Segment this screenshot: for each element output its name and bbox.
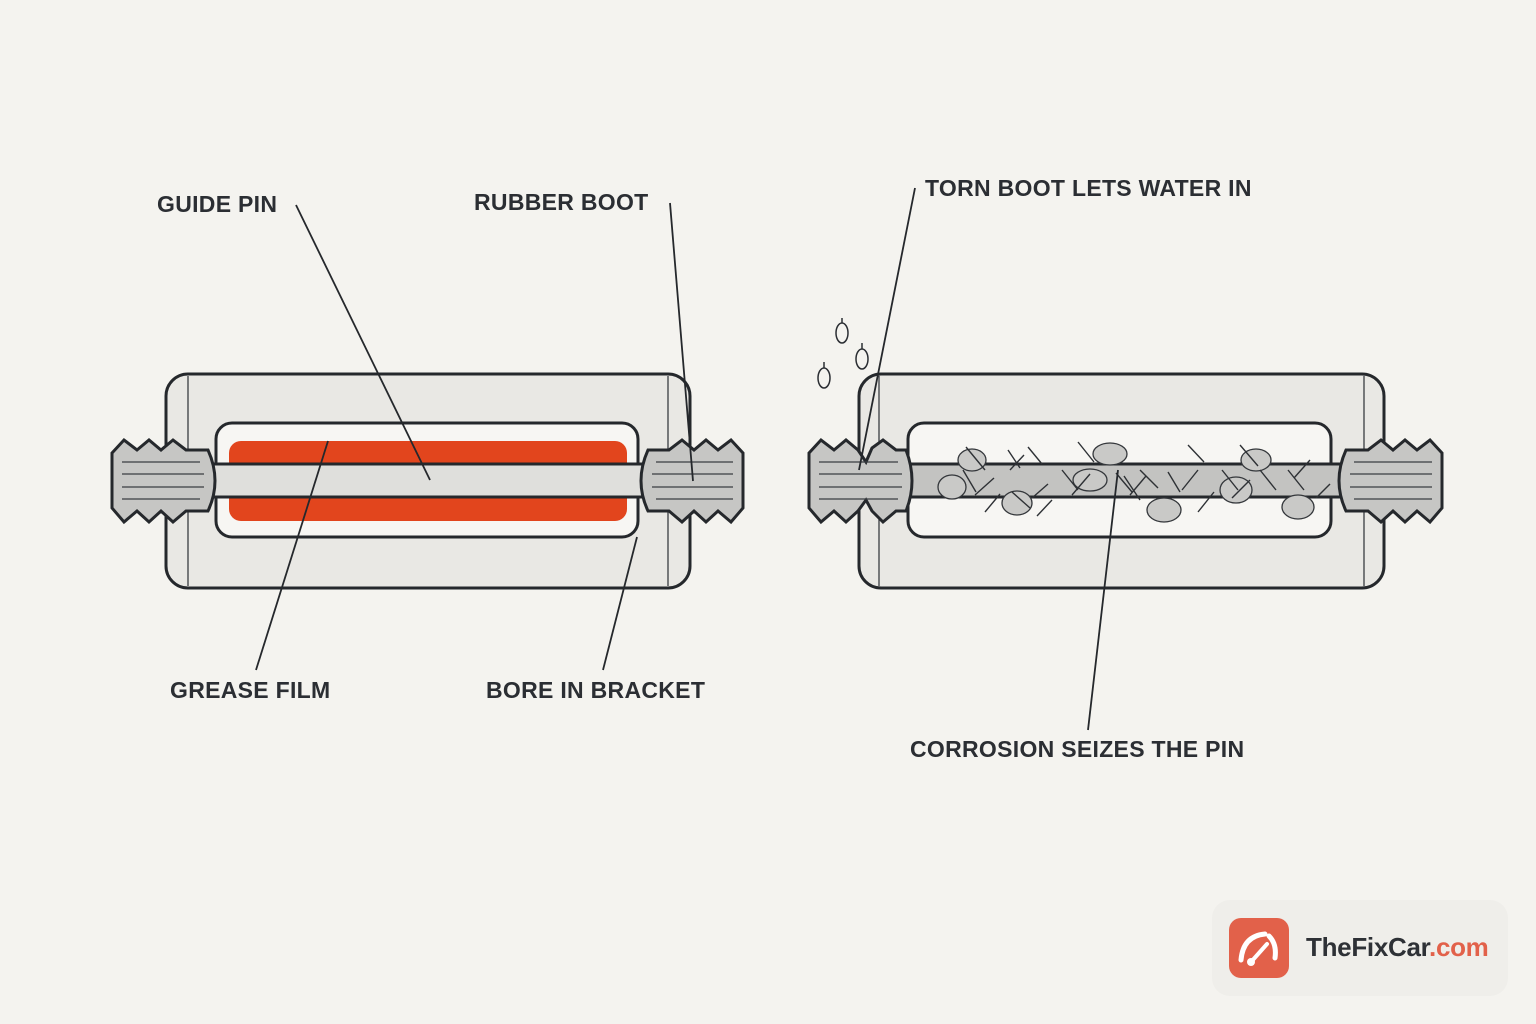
water-drop-icons bbox=[817, 318, 869, 389]
leader-bore bbox=[602, 536, 638, 671]
label-guide-pin: GUIDE PIN bbox=[157, 191, 277, 217]
gauge-icon bbox=[1229, 918, 1289, 978]
healthy-assembly: GUIDE PIN RUBBER BOOT GREASE FILM BORE I… bbox=[110, 189, 745, 703]
brand-logo: TheFixCar.com bbox=[1212, 900, 1508, 996]
rubber-boot-right-1 bbox=[639, 437, 745, 525]
water-drop-icon bbox=[817, 362, 831, 389]
failed-assembly: TORN BOOT LETS WATER IN CORROSION SEIZES… bbox=[807, 175, 1444, 762]
leader-rubber-boot bbox=[669, 202, 694, 482]
brand-name-main: TheFixCar bbox=[1306, 932, 1430, 962]
leader-corrosion bbox=[1087, 469, 1119, 731]
leader-guide-pin bbox=[295, 204, 431, 481]
brand-name-suffix: .com bbox=[1429, 932, 1489, 962]
label-grease-film: GREASE FILM bbox=[170, 677, 330, 703]
label-corrosion: CORROSION SEIZES THE PIN bbox=[910, 736, 1244, 762]
water-drop-icon bbox=[835, 318, 849, 344]
label-bore-in-bracket: BORE IN BRACKET bbox=[486, 677, 705, 703]
water-drop-icon bbox=[855, 343, 869, 370]
label-torn-boot: TORN BOOT LETS WATER IN bbox=[925, 175, 1252, 201]
corrosion-hatching bbox=[962, 441, 1331, 517]
torn-rubber-boot bbox=[807, 437, 914, 525]
label-rubber-boot: RUBBER BOOT bbox=[474, 189, 649, 215]
rubber-boot-left-1 bbox=[110, 437, 217, 525]
leader-grease-film bbox=[255, 440, 329, 671]
brand-name: TheFixCar.com bbox=[1306, 932, 1489, 963]
leader-torn-boot bbox=[858, 187, 916, 471]
rubber-boot-right-2 bbox=[1337, 437, 1444, 525]
